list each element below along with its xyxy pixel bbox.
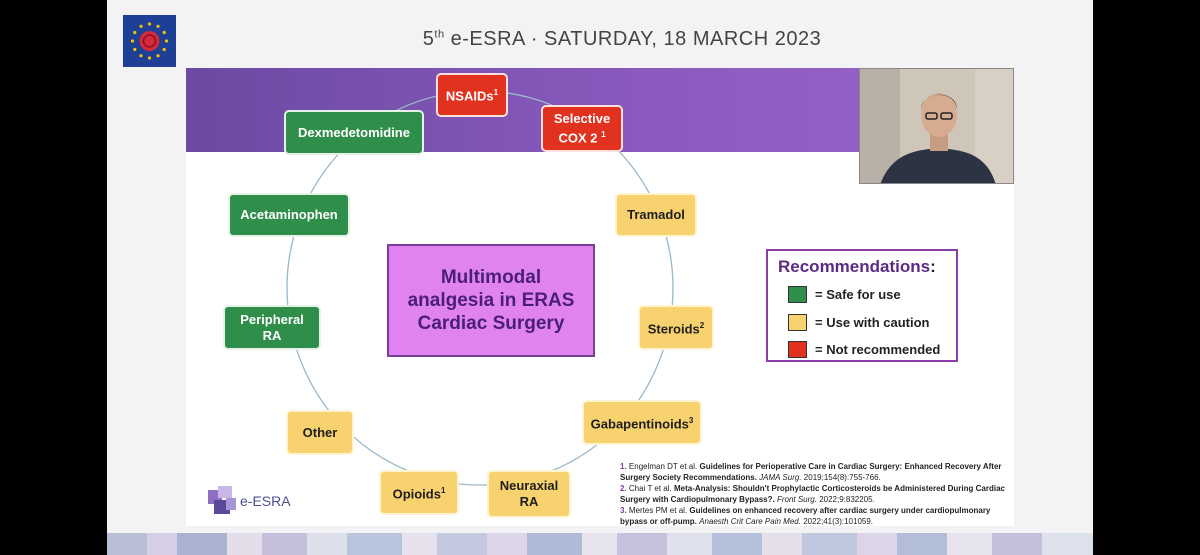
node-nsaids: NSAIDs1 <box>436 73 508 117</box>
node-other: Other <box>286 410 354 455</box>
node-opioids: Opioids1 <box>379 470 459 515</box>
e-esra-logo-text: e-ESRA <box>240 493 291 509</box>
center-title: Multimodal analgesia in ERAS Cardiac Sur… <box>407 267 575 334</box>
swatch-yellow <box>788 313 807 331</box>
edition-number: 5 <box>422 28 435 50</box>
node-peripheral-ra: Peripheral RA <box>223 305 321 350</box>
decorative-mosaic-strip <box>107 533 1093 555</box>
legend-item-not-recommended: = Not recommended <box>788 340 940 358</box>
event-title: e-ESRA · SATURDAY, 18 MARCH 2023 <box>444 28 822 50</box>
event-header: 5th e-ESRA · SATURDAY, 18 MARCH 2023 <box>307 28 937 51</box>
presentation-screen: 5th e-ESRA · SATURDAY, 18 MARCH 2023 NSA… <box>107 0 1093 555</box>
legend-item-caution: = Use with caution <box>788 313 930 331</box>
slide: NSAIDs1 Selective COX 2 1 Tramadol Stero… <box>186 68 1014 526</box>
center-title-box: Multimodal analgesia in ERAS Cardiac Sur… <box>387 244 595 357</box>
node-dexmedetomidine: Dexmedetomidine <box>284 110 424 155</box>
reference-1: 1. Engelman DT et al. Guidelines for Per… <box>620 462 1002 482</box>
reference-3: 3. Mertes PM et al. Guidelines on enhanc… <box>620 506 991 526</box>
presenter-webcam <box>859 68 1014 184</box>
legend-item-safe: = Safe for use <box>788 285 901 303</box>
presenter-video-icon <box>860 69 1013 183</box>
e-esra-logo-mark-icon <box>208 486 236 516</box>
references: 1. Engelman DT et al. Guidelines for Per… <box>620 461 1010 526</box>
node-acetaminophen: Acetaminophen <box>228 193 350 237</box>
node-neuraxial-ra: Neuraxial RA <box>487 470 571 518</box>
legend-title: Recommendations: <box>778 257 936 276</box>
swatch-red <box>788 340 807 358</box>
node-gabapentinoids: Gabapentinoids3 <box>582 400 702 445</box>
swatch-green <box>788 285 807 303</box>
node-steroids: Steroids2 <box>638 305 714 350</box>
e-esra-logo: e-ESRA <box>208 486 291 516</box>
recommendations-legend: Recommendations: = Safe for use = Use wi… <box>766 249 958 362</box>
node-selective-cox2: Selective COX 2 1 <box>541 105 623 152</box>
eu-flag-logo <box>123 15 176 67</box>
edition-suffix: th <box>434 28 445 41</box>
node-tramadol: Tramadol <box>615 193 697 237</box>
reference-2: 2. Chai T et al. Meta-Analysis: Shouldn'… <box>620 484 1005 504</box>
